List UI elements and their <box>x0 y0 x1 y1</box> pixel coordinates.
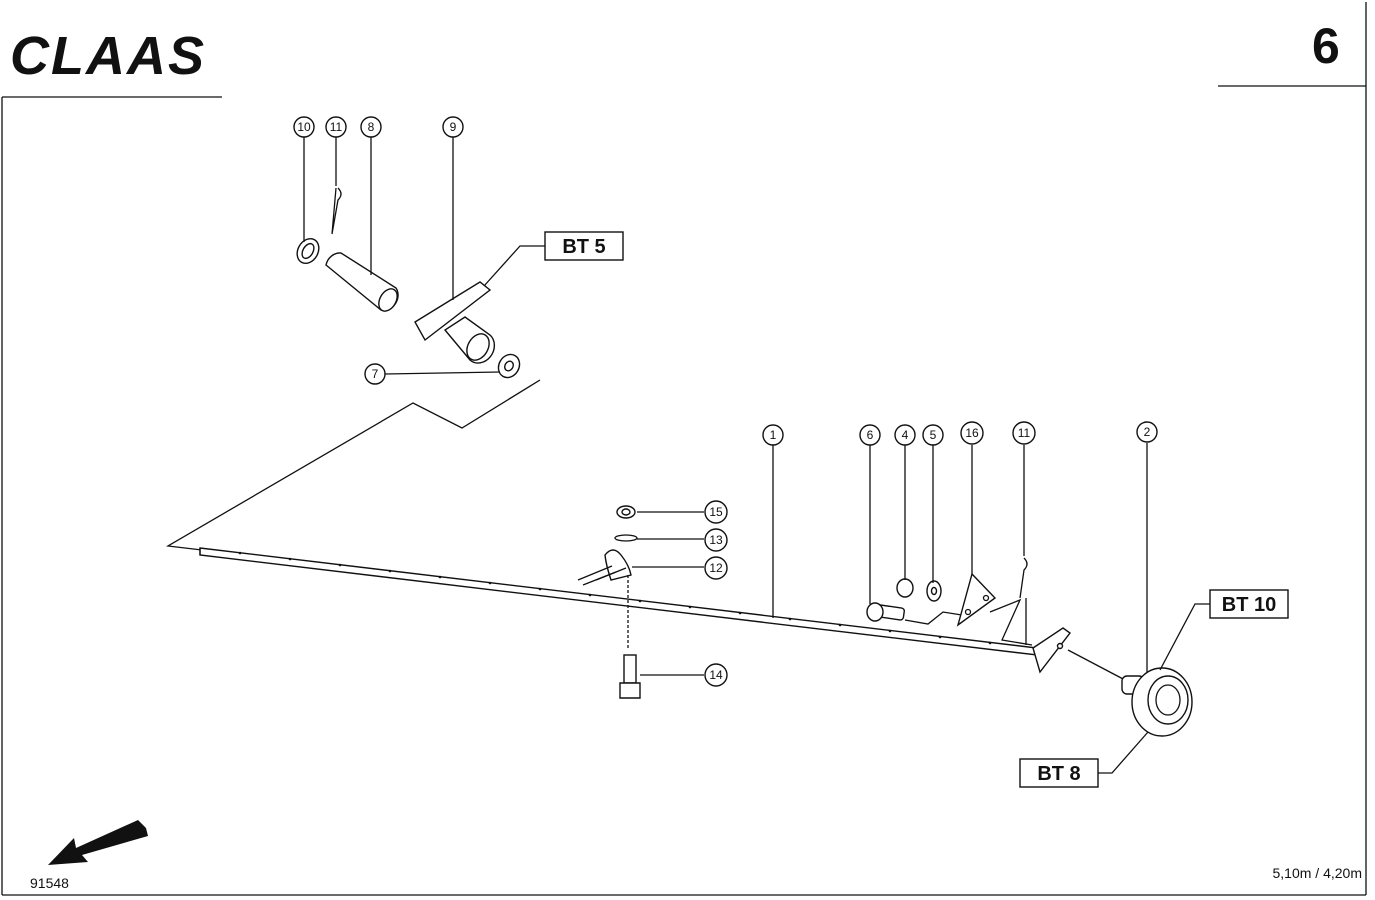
svg-text:12: 12 <box>709 561 723 575</box>
main-beam <box>199 547 1071 674</box>
callout-16[interactable]: 16 <box>960 421 984 445</box>
svg-text:9: 9 <box>450 120 457 134</box>
svg-text:4: 4 <box>902 428 909 442</box>
svg-text:13: 13 <box>709 533 723 547</box>
callout-1[interactable]: 1 <box>762 424 784 446</box>
svg-text:16: 16 <box>965 426 979 440</box>
assembly-break-line <box>165 379 541 551</box>
claas-logo: CLAAS <box>10 26 206 86</box>
callout-7[interactable]: 7 <box>364 363 386 385</box>
svg-text:8: 8 <box>368 120 375 134</box>
machine-width-variant: 5,10m / 4,20m <box>1273 865 1363 881</box>
svg-text:11: 11 <box>330 120 343 134</box>
svg-text:7: 7 <box>372 367 379 381</box>
page-number: 6 <box>1312 18 1340 74</box>
svg-text:10: 10 <box>297 120 311 134</box>
callout-10[interactable]: 10 <box>293 116 315 138</box>
svg-text:6: 6 <box>867 428 874 442</box>
svg-text:BT 8: BT 8 <box>1037 763 1080 785</box>
callout-15[interactable]: 15 <box>704 500 728 524</box>
svg-text:1: 1 <box>770 428 777 442</box>
callout-13[interactable]: 13 <box>704 528 728 552</box>
travel-direction-arrow <box>48 820 148 865</box>
callout-2[interactable]: 2 <box>1136 421 1158 443</box>
svg-text:14: 14 <box>709 668 723 682</box>
callout-11-upper[interactable]: 11 <box>325 116 347 138</box>
reference-bt8[interactable]: BT 8 <box>1019 758 1099 788</box>
svg-text:BT 10: BT 10 <box>1222 594 1276 616</box>
bearing-mount-hardware <box>866 557 1193 737</box>
callout-6[interactable]: 6 <box>859 424 881 446</box>
callout-12[interactable]: 12 <box>704 556 728 580</box>
reference-bt5[interactable]: BT 5 <box>544 231 624 261</box>
drawing-number: 91548 <box>30 875 69 891</box>
callout-4[interactable]: 4 <box>894 424 916 446</box>
callout-11-lower[interactable]: 11 <box>1012 421 1036 445</box>
spring-assembly <box>577 505 641 699</box>
reference-bt10[interactable]: BT 10 <box>1209 589 1289 619</box>
callout-8[interactable]: 8 <box>360 116 382 138</box>
svg-text:BT 5: BT 5 <box>562 236 605 258</box>
bracket-assembly <box>296 187 521 379</box>
svg-text:2: 2 <box>1144 425 1151 439</box>
svg-text:5: 5 <box>930 428 937 442</box>
callout-9[interactable]: 9 <box>442 116 464 138</box>
svg-text:15: 15 <box>709 505 723 519</box>
svg-text:11: 11 <box>1018 426 1031 440</box>
callout-5[interactable]: 5 <box>922 424 944 446</box>
leader-lines <box>303 137 1210 774</box>
callout-14[interactable]: 14 <box>704 663 728 687</box>
